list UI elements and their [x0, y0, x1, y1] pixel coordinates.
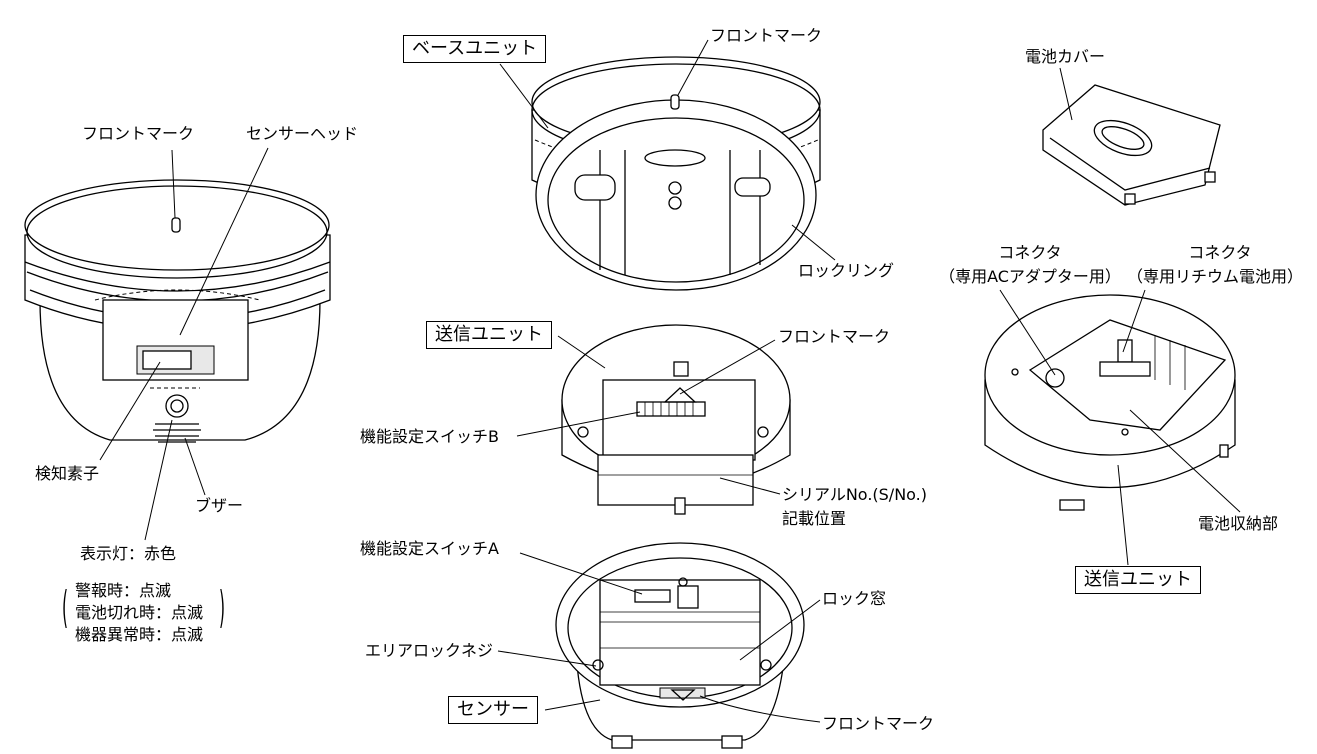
sensor-bottom-illustration — [497, 542, 821, 749]
label-transmit-unit-right: 送信ユニット — [1075, 566, 1201, 594]
sensor-illustration — [24, 147, 331, 541]
paren-close: ) — [219, 582, 226, 633]
label-front-mark-sensor: フロントマーク — [82, 124, 195, 143]
label-lock-ring: ロックリング — [798, 261, 895, 280]
label-battery-compartment: 電池収納部 — [1198, 514, 1279, 533]
label-lock-window: ロック窓 — [822, 589, 887, 608]
label-sensor-box: センサー — [448, 696, 538, 724]
label-sensor-head: センサーヘッド — [246, 124, 359, 143]
label-detection-element: 検知素子 — [35, 464, 100, 483]
label-base-unit: ベースユニット — [403, 35, 547, 63]
label-connector1-line2: （専用ACアダプター用） — [939, 267, 1121, 286]
label-serial-line2: 記載位置 — [782, 509, 847, 528]
label-status-error: 機器異常時：点滅 — [75, 625, 204, 644]
label-connector2-line1: コネクタ — [1188, 243, 1252, 262]
base-unit-illustration — [499, 39, 836, 291]
label-connector1-line1: コネクタ — [998, 243, 1062, 262]
label-func-switch-a: 機能設定スイッチA — [360, 539, 499, 558]
label-front-mark-transmit: フロントマーク — [778, 327, 891, 346]
label-indicator: 表示灯：赤色 — [80, 544, 177, 563]
label-battery-cover: 電池カバー — [1025, 47, 1106, 66]
label-func-switch-b: 機能設定スイッチB — [360, 427, 499, 446]
label-transmit-unit-middle: 送信ユニット — [426, 321, 552, 349]
label-area-lock-screw: エリアロックネジ — [365, 641, 494, 660]
label-front-mark-base: フロントマーク — [710, 26, 823, 45]
label-connector2-line2: （専用リチウム電池用） — [1126, 267, 1303, 286]
label-serial-line1: シリアルNo.(S/No.) — [782, 485, 927, 504]
transmit-unit-middle-illustration — [516, 324, 791, 515]
label-status-battery: 電池切れ時：点滅 — [75, 603, 204, 622]
label-front-mark-bottom: フロントマーク — [822, 714, 935, 733]
label-buzzer: ブザー — [195, 496, 244, 515]
label-status-alarm: 警報時：点滅 — [75, 581, 172, 600]
battery-cover-illustration — [1042, 67, 1221, 206]
paren-open: ( — [62, 582, 69, 633]
transmit-unit-right-illustration — [984, 289, 1241, 566]
